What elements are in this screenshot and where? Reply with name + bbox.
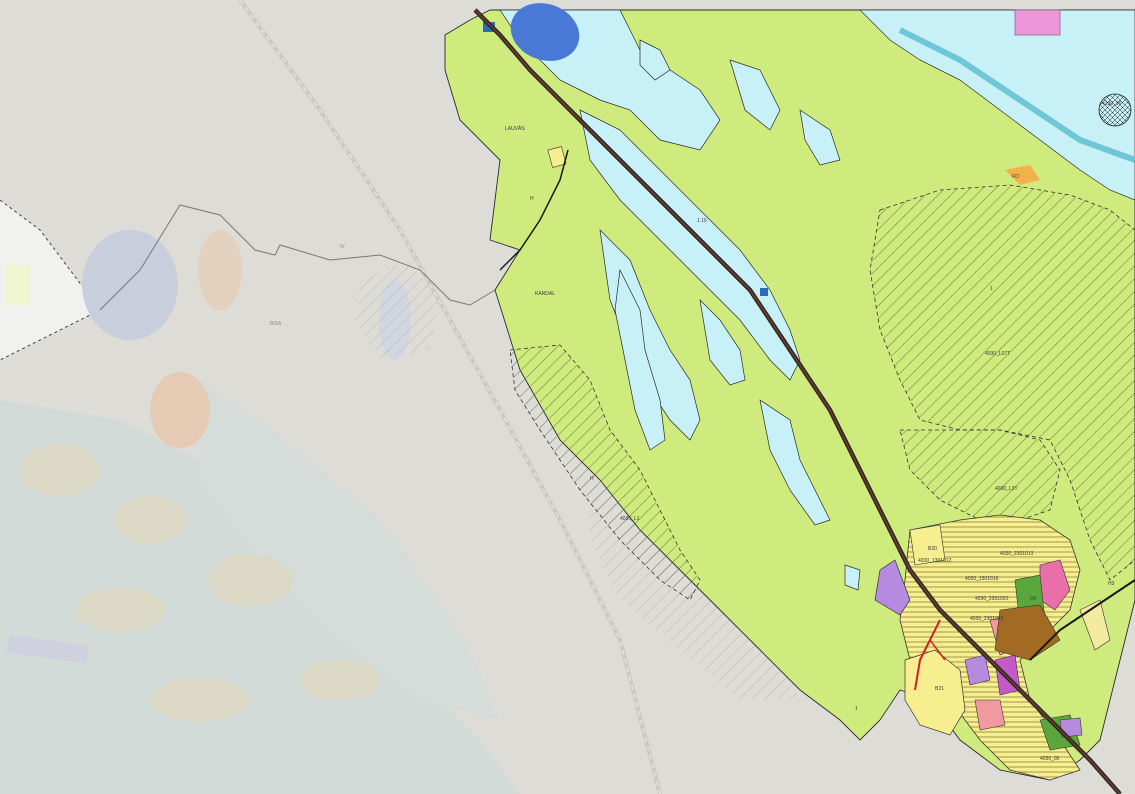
label-lauvas: LAUVÅS bbox=[505, 125, 525, 132]
lake-3 bbox=[699, 298, 746, 386]
label-of: OF bbox=[1030, 596, 1037, 602]
label-b-zone1: 4030_1301012 bbox=[918, 558, 952, 564]
faded-white-area bbox=[0, 200, 100, 360]
lake-2 bbox=[614, 268, 666, 451]
label-b21: B21 bbox=[935, 686, 944, 692]
faded-hatch-area-2 bbox=[355, 260, 440, 360]
label-zone-mid: 4030_L3T bbox=[995, 486, 1018, 492]
faded-island-4 bbox=[75, 588, 165, 632]
faded-water-body-2 bbox=[200, 380, 500, 720]
main-road-inner bbox=[474, 9, 1121, 794]
label-top-right: 4130_96 bbox=[1102, 101, 1122, 107]
hatched-zone-mid bbox=[899, 429, 1061, 521]
label-bisa: BISA bbox=[270, 321, 282, 327]
label-small: 1.16 bbox=[697, 218, 707, 224]
faded-orange-patch bbox=[150, 372, 210, 448]
road-east bbox=[1029, 579, 1135, 661]
purple-area-2 bbox=[964, 654, 991, 686]
faded-island-2 bbox=[114, 496, 186, 544]
fjord-right bbox=[859, 9, 1135, 201]
label-n-big: 1 bbox=[990, 286, 993, 292]
label-h2: H bbox=[590, 476, 594, 482]
lake-8 bbox=[844, 564, 861, 591]
pink-area-3 bbox=[974, 699, 1006, 731]
label-iv: IV bbox=[340, 244, 345, 250]
faded-island-1 bbox=[20, 444, 100, 496]
faded-yellow-patch bbox=[5, 265, 30, 305]
label-h3: H3 bbox=[1108, 581, 1115, 587]
purple-area-1 bbox=[874, 559, 911, 616]
fjord-right-inner bbox=[898, 27, 1135, 163]
faded-orange-patch-2 bbox=[198, 230, 242, 310]
faded-island-3 bbox=[208, 554, 292, 606]
grid-feature bbox=[1098, 93, 1132, 127]
lake-4 bbox=[759, 399, 831, 526]
label-lower: 4030_00 bbox=[1040, 756, 1060, 762]
faded-purple-strip bbox=[7, 634, 89, 664]
lake-6 bbox=[729, 59, 781, 131]
blue-marker-2 bbox=[760, 288, 768, 296]
faded-island-6 bbox=[150, 678, 250, 722]
faded-lake bbox=[82, 230, 178, 340]
faded-boundary-line bbox=[99, 204, 496, 311]
label-h1: H bbox=[530, 196, 534, 202]
road-red bbox=[914, 619, 941, 691]
orange-area bbox=[1005, 165, 1040, 185]
lake-7 bbox=[799, 109, 841, 166]
label-b-zone5: 4030_2301063 bbox=[970, 616, 1004, 622]
lake-5 bbox=[639, 39, 671, 81]
label-big-zone: 4030_L07T bbox=[985, 351, 1010, 357]
label-b-zone4: 4030_2301020 bbox=[975, 596, 1009, 602]
hatched-zone-left bbox=[509, 344, 701, 601]
label-kardal: KARDAL bbox=[535, 291, 555, 297]
pink-strip-top bbox=[1014, 9, 1061, 36]
label-fo: FO bbox=[1012, 174, 1019, 180]
label-zone-left: 4030_L1 bbox=[620, 516, 640, 522]
label-b20: B20 bbox=[928, 546, 937, 552]
faded-island-5 bbox=[300, 660, 380, 700]
hatched-zone-large bbox=[869, 184, 1135, 581]
faded-border-dashed bbox=[0, 199, 101, 361]
label-n1: 1 bbox=[855, 706, 858, 712]
blue-lake bbox=[510, 3, 580, 61]
road-red-2 bbox=[929, 639, 946, 661]
faded-railway-inner bbox=[239, 0, 661, 794]
secondary-road bbox=[499, 149, 569, 271]
yellow-patch-mid bbox=[909, 524, 946, 566]
yellow-patch-small bbox=[547, 146, 567, 168]
label-b-zone2: 4030_2301013 bbox=[1000, 551, 1034, 557]
label-b-zone3: 4030_1301016 bbox=[965, 576, 999, 582]
